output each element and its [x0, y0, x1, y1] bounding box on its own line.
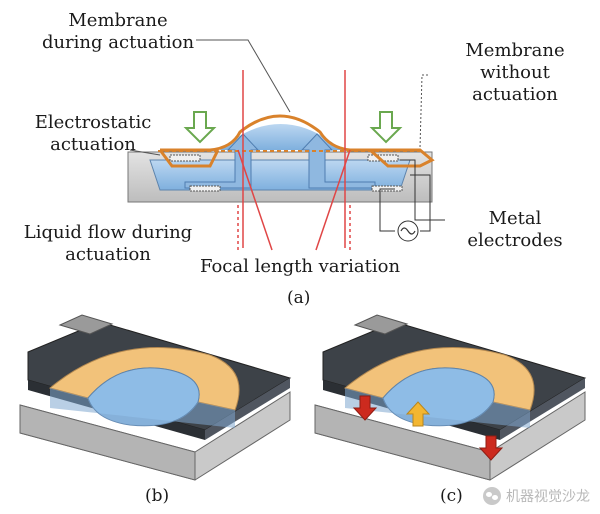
- yellow-arrow-center: [405, 401, 431, 427]
- chip-c-base: [314, 391, 586, 481]
- watermark-text: 机器视觉沙龙: [506, 489, 590, 505]
- label-metal-electrodes: Metal electrodes: [467, 208, 563, 251]
- chip-b-base: [19, 391, 291, 481]
- red-arrow-right: [478, 435, 504, 461]
- chip-c-top: [322, 321, 587, 431]
- chip-c-base-side: [314, 404, 491, 481]
- label-membrane-during: Membrane during actuation: [41, 10, 195, 53]
- chip-c-tab: [353, 314, 409, 335]
- focal-line-4: [315, 149, 351, 251]
- leader-membrane-during: [196, 39, 291, 113]
- chip-c-top-edge2: [500, 378, 585, 440]
- caption-c: (c): [440, 486, 463, 506]
- membrane-actuated: [160, 114, 435, 168]
- chip-c-liquid: [382, 367, 495, 427]
- chip-b-top-edge: [28, 380, 205, 440]
- chip-b-electrode-ring: [48, 346, 240, 411]
- red-arrow-left: [352, 395, 378, 421]
- green-arrow-right: [369, 111, 403, 144]
- flow-arrow-right: [300, 133, 376, 189]
- chip-c-cavity-wall: [345, 388, 530, 428]
- leader-electrodes-lower: [379, 188, 395, 232]
- chip-b-top-edge2: [205, 378, 290, 440]
- leader-electrodes-wire: [410, 174, 431, 232]
- leader-membrane-without: [419, 74, 428, 149]
- leader-electrostatic: [129, 149, 161, 156]
- electrode-bottom-left: [189, 185, 221, 192]
- label-liquid-flow: Liquid flow during actuation: [23, 222, 193, 265]
- panel-a-diagram: [127, 39, 445, 251]
- chip-b-liquid: [87, 367, 200, 427]
- membrane-actuated-left-dip: [158, 149, 220, 168]
- electrode-top-left: [169, 154, 201, 162]
- ac-wave: [400, 227, 416, 235]
- wechat-icon: [483, 487, 501, 505]
- caption-b: (b): [145, 486, 170, 506]
- focal-line-3: [237, 149, 273, 251]
- label-focal-length: Focal length variation: [199, 256, 401, 277]
- green-arrow-left: [183, 111, 217, 144]
- chip-b-tab: [58, 314, 114, 335]
- caption-a: (a): [287, 288, 311, 308]
- chip-b-top: [27, 321, 292, 431]
- chip-b-cavity-wall: [50, 388, 235, 428]
- chip-c-electrode-ring: [343, 346, 535, 411]
- label-electrostatic: Electrostatic actuation: [34, 112, 152, 155]
- chip-c-top-edge: [323, 380, 500, 440]
- chip-b-base-side: [19, 404, 196, 481]
- watermark: 机器视觉沙龙: [483, 486, 590, 506]
- label-membrane-without: Membrane without actuation: [465, 40, 565, 105]
